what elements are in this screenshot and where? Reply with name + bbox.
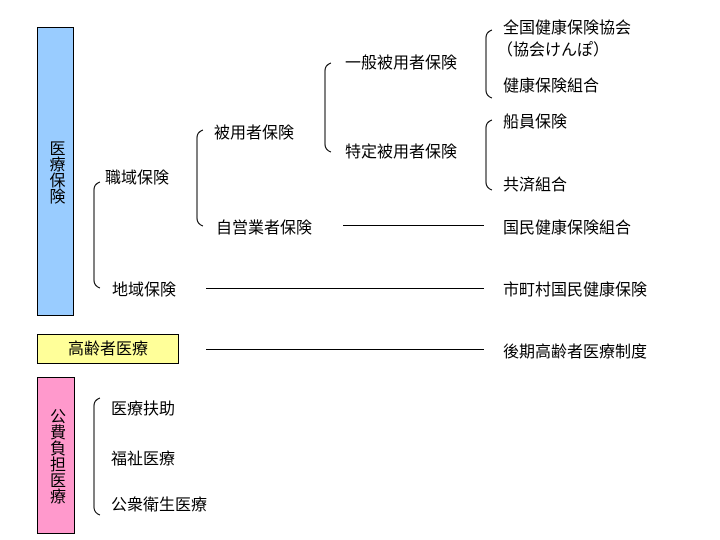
bracket-general-employee <box>485 29 493 99</box>
medical-insurance-box: 医療保険 <box>37 27 74 316</box>
specific-employee-insurance: 特定被用者保険 <box>345 142 458 161</box>
elderly-care-box: 高齢者医療 <box>37 334 179 364</box>
public-health-medical: 公衆衛生医療 <box>111 495 208 514</box>
mutual-aid-association: 共済組合 <box>503 175 568 194</box>
elderly-care-label: 高齢者医療 <box>67 339 148 358</box>
kyokai-kenpo: 全国健康保険協会 <box>503 18 632 37</box>
general-employee-insurance: 一般被用者保険 <box>345 53 458 72</box>
bracket-employee <box>324 62 332 153</box>
public-expense-box: 公費負担医療 <box>37 377 75 534</box>
welfare-medical: 福祉医療 <box>111 449 176 468</box>
health-insurance-union: 健康保険組合 <box>503 76 600 95</box>
nhi-union: 国民健康保険組合 <box>503 218 632 237</box>
occupational-insurance: 職域保険 <box>105 168 170 187</box>
public-assistance-medical: 医療扶助 <box>111 399 176 418</box>
bracket-specific-employee <box>485 119 493 191</box>
medical-insurance-label: 医療保険 <box>46 139 66 204</box>
bracket-medical-insurance <box>93 181 101 289</box>
seamen-insurance: 船員保険 <box>503 112 568 131</box>
bracket-occupational <box>196 129 204 227</box>
kyokai-kenpo-abbr: （協会けんぽ） <box>497 40 610 59</box>
late-elderly-medical-system: 後期高齢者医療制度 <box>503 342 648 361</box>
municipal-nhi: 市町村国民健康保険 <box>503 280 648 299</box>
employee-insurance: 被用者保険 <box>214 123 295 142</box>
public-expense-label: 公費負担医療 <box>47 407 66 504</box>
bracket-public-expense <box>93 397 101 516</box>
regional-insurance: 地域保険 <box>112 280 177 299</box>
self-employed-insurance: 自営業者保険 <box>216 218 313 237</box>
